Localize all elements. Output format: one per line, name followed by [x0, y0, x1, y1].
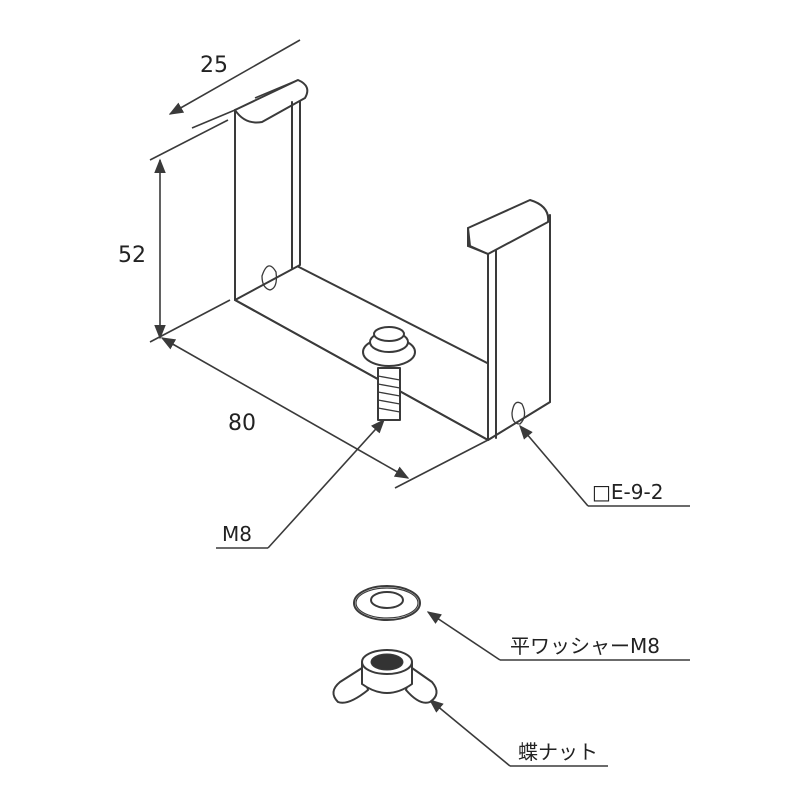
dim-width-label: 25: [200, 53, 228, 78]
wing-nut-callout: 蝶ナット: [518, 740, 598, 764]
dim-height-label: 52: [118, 243, 146, 268]
dimension-lines: [149, 39, 489, 489]
dim-length-label: 80: [228, 411, 256, 436]
bolt-callout: M8: [222, 522, 252, 546]
callout-leaders: [216, 418, 690, 767]
flat-washer: [353, 585, 421, 621]
washer-callout: 平ワッシャーM8: [510, 634, 660, 658]
part-code-callout: □E-9-2: [592, 480, 663, 504]
wing-nut: [332, 649, 438, 704]
